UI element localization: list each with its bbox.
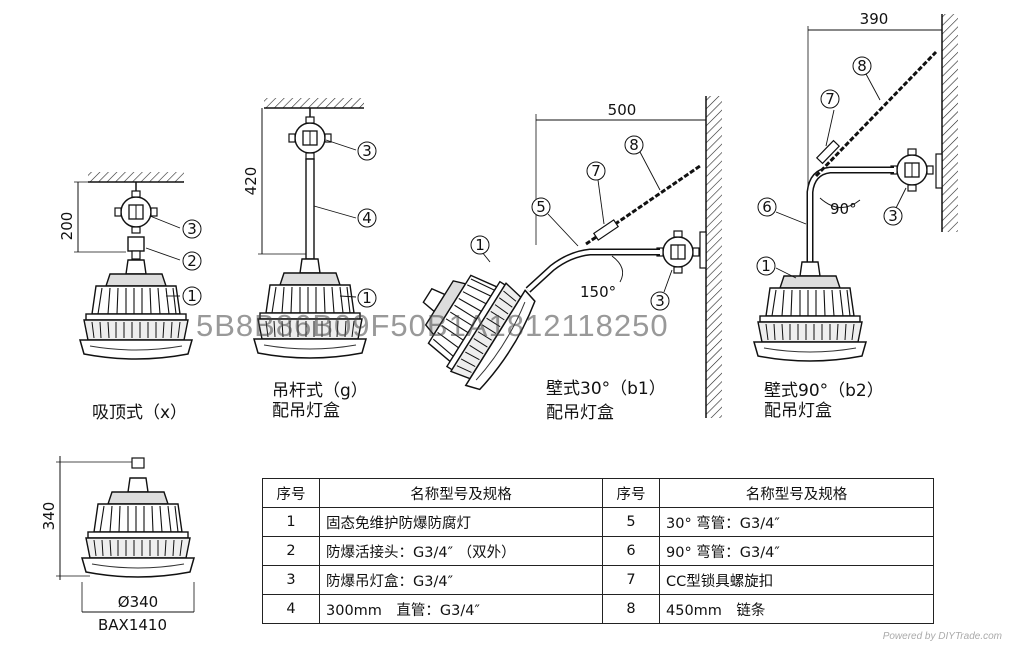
row-desc: 30° 弯管：G3/4″	[659, 507, 934, 537]
table-header-row: 序号 名称型号及规格 序号 名称型号及规格	[262, 478, 934, 508]
figure-lamp-dimensions: 340 Ø340	[40, 456, 195, 613]
callout-8: 8	[857, 57, 867, 75]
figure-wall-90: 390 90° 7 8 6 3 1	[753, 10, 958, 362]
row-num: 3	[262, 565, 320, 595]
caption-wall90: 壁式90°（b2）	[764, 381, 884, 401]
row-desc: CC型锁具螺旋扣	[659, 565, 934, 595]
b2-angle: 90°	[830, 200, 857, 218]
spec-table: 序号 名称型号及规格 序号 名称型号及规格 1 固态免维护防爆防腐灯 5 30°…	[262, 478, 934, 624]
callout-7: 7	[591, 162, 601, 180]
callout-3: 3	[655, 292, 665, 310]
b1-angle: 150°	[580, 283, 616, 301]
row-num: 1	[262, 507, 320, 537]
callout-3: 3	[187, 220, 197, 238]
callout-8: 8	[629, 136, 639, 154]
callout-1: 1	[761, 257, 771, 275]
header-name-2: 名称型号及规格	[659, 478, 934, 508]
figure-wall-30: 500 150° 1 5 7 8 3	[397, 96, 722, 418]
watermark: 5B8B86B09F50B1A1812118250	[196, 308, 669, 343]
callout-3: 3	[888, 207, 898, 225]
model-label: BAX1410	[98, 616, 168, 634]
header-seq-2: 序号	[602, 478, 660, 508]
x-height-dim: 200	[58, 212, 76, 241]
callout-1: 1	[475, 236, 485, 254]
figure-ceiling-mount: 200 3 2 1	[58, 172, 202, 360]
callout-6: 6	[762, 198, 772, 216]
row-num: 6	[602, 536, 660, 566]
callout-1: 1	[187, 287, 197, 305]
callout-4: 4	[362, 209, 372, 227]
row-num: 8	[602, 594, 660, 624]
table-row: 2 防爆活接头：G3/4″ （双外） 6 90° 弯管：G3/4″	[262, 536, 934, 566]
footer-credit: Powered by DIYTrade.com	[882, 631, 1002, 642]
callout-7: 7	[825, 90, 835, 108]
table-row: 1 固态免维护防爆防腐灯 5 30° 弯管：G3/4″	[262, 507, 934, 537]
b2-width-dim: 390	[860, 10, 889, 28]
row-num: 5	[602, 507, 660, 537]
callout-5: 5	[536, 198, 546, 216]
caption-ceiling: 吸顶式（x）	[92, 403, 188, 423]
row-desc: 90° 弯管：G3/4″	[659, 536, 934, 566]
row-num: 7	[602, 565, 660, 595]
caption-wall90-box: 配吊灯盒	[764, 401, 832, 421]
figure-pendant-rod: 420 3 4 1	[242, 98, 377, 359]
row-desc: 450mm 链条	[659, 594, 934, 624]
table-row: 4 300mm 直管：G3/4″ 8 450mm 链条	[262, 594, 934, 624]
callout-2: 2	[187, 252, 197, 270]
row-num: 2	[262, 536, 320, 566]
header-seq-1: 序号	[262, 478, 320, 508]
caption-wall30-box: 配吊灯盒	[546, 403, 614, 423]
row-desc: 防爆吊灯盒：G3/4″	[319, 565, 603, 595]
table-row: 3 防爆吊灯盒：G3/4″ 7 CC型锁具螺旋扣	[262, 565, 934, 595]
lamp-height-dim: 340	[40, 502, 58, 531]
callout-3: 3	[362, 142, 372, 160]
caption-pendant-box: 配吊灯盒	[272, 401, 340, 421]
lamp-diameter-dim: Ø340	[118, 593, 158, 611]
row-num: 4	[262, 594, 320, 624]
caption-pendant: 吊杆式（g）	[272, 381, 368, 401]
row-desc: 固态免维护防爆防腐灯	[319, 507, 603, 537]
header-name-1: 名称型号及规格	[319, 478, 603, 508]
b1-width-dim: 500	[608, 101, 637, 119]
row-desc: 300mm 直管：G3/4″	[319, 594, 603, 624]
callout-1: 1	[362, 289, 372, 307]
caption-wall30: 壁式30°（b1）	[546, 379, 666, 399]
g-height-dim: 420	[242, 167, 260, 196]
row-desc: 防爆活接头：G3/4″ （双外）	[319, 536, 603, 566]
